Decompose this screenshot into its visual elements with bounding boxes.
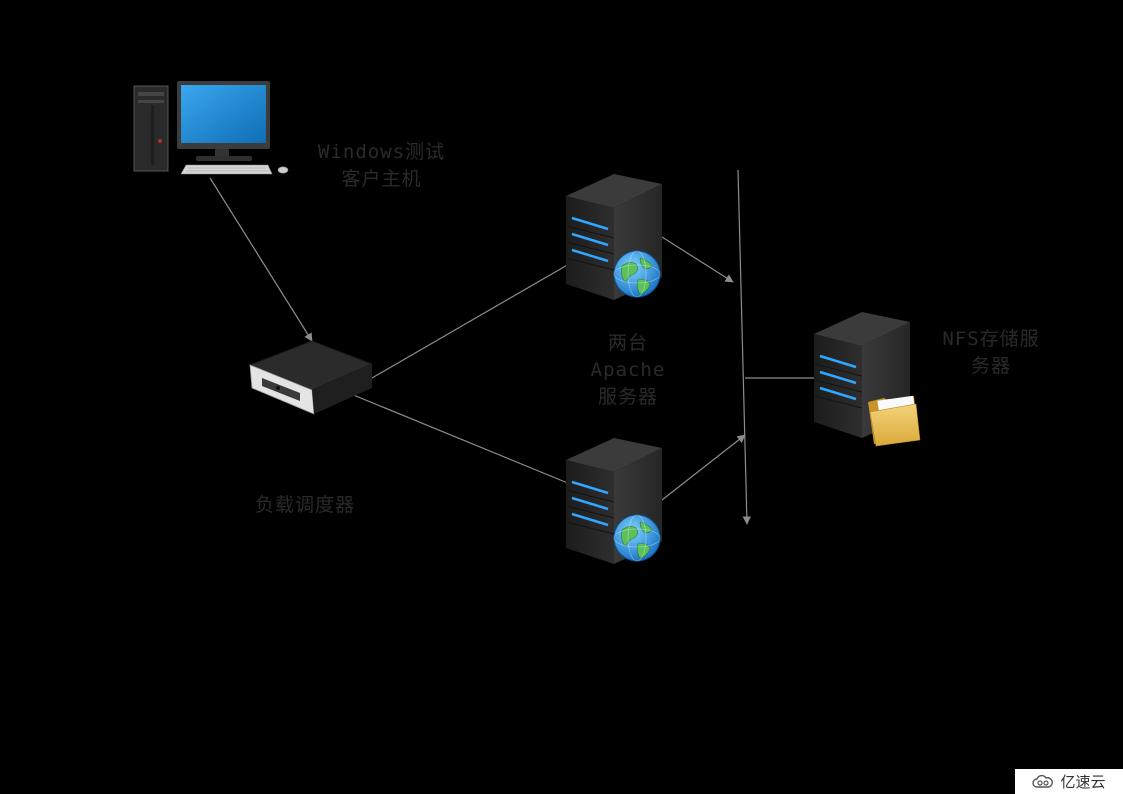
- load-balancer-label: 负载调度器: [255, 492, 355, 519]
- nfs-label-line-2: 务器: [970, 355, 1011, 377]
- folder-icon: [868, 395, 921, 447]
- nfs-label-line-1: NFS存储服: [942, 328, 1040, 350]
- load-balancer-label-line-1: 负载调度器: [255, 494, 356, 516]
- apache-servers-label: 两台 Apache 服务器: [588, 330, 668, 411]
- client-host-label-line-2: 客户主机: [341, 168, 422, 190]
- load-balancer-icon: [248, 340, 374, 415]
- web-server-top-icon: [565, 174, 662, 300]
- apache-label-line-2: Apache: [590, 359, 666, 381]
- web-server-bottom-icon: [565, 438, 662, 564]
- watermark-text: 亿速云: [1060, 773, 1106, 791]
- cloud-logo-icon: [1032, 774, 1054, 788]
- client-host-label-line-1: Windows测试: [318, 141, 446, 163]
- globe-icon: [613, 250, 661, 298]
- nfs-file-server-icon: [813, 312, 921, 447]
- connector-balancer-to-apache-bottom: [311, 377, 615, 504]
- nfs-server-label: NFS存储服 务器: [935, 326, 1047, 380]
- apache-label-line-3: 服务器: [597, 386, 658, 408]
- apache-label-line-1: 两台: [607, 332, 648, 354]
- desktop-computer-icon: [133, 81, 289, 175]
- watermark: 亿速云: [1015, 769, 1123, 794]
- client-host-label: Windows测试 客户主机: [318, 139, 445, 193]
- globe-icon: [613, 514, 661, 562]
- connector-apache-bottom-to-bus: [661, 434, 746, 501]
- connector-client-to-balancer: [209, 177, 313, 342]
- connector-apache-top-to-bus: [661, 236, 734, 283]
- storage-bus-line: [737, 169, 752, 525]
